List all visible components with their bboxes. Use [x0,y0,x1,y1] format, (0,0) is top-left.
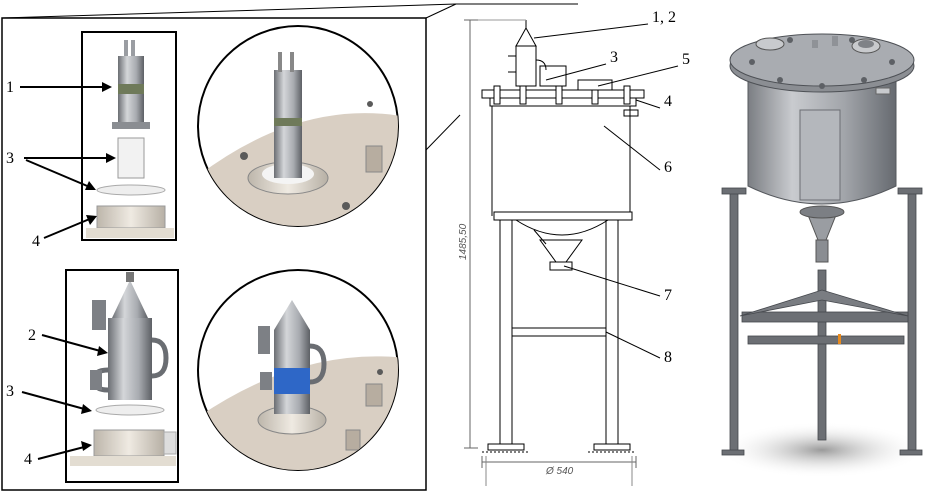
drawing-callout-7: 7 [664,287,672,304]
width-dimension-label: Ø 540 [545,466,574,477]
floor-shadow [718,422,926,478]
tank-window [799,109,841,201]
drawing-callout-8: 8 [664,349,672,366]
callouts-top: 1 3 4 [6,79,116,250]
drawing-callout-6: 6 [664,159,672,176]
reactor-3d-render [718,33,926,478]
gasket-part-2 [95,404,165,416]
height-dimension-label: 1485,50 [458,223,469,260]
lid-port-left [755,37,785,51]
flange-part-2 [93,429,165,457]
callout-3: 3 [6,150,14,167]
drawing-callout-3: 3 [610,49,618,66]
projection-line-bottom [425,114,461,151]
sensor-probe [112,40,150,129]
technical-drawing [464,19,679,486]
callout-1: 1 [6,79,14,96]
callout-4b: 4 [24,451,32,468]
callout-2: 2 [28,327,36,344]
projection-line-top [1,3,457,19]
callout-4: 4 [32,233,40,250]
marker-tag [838,334,841,344]
drawing-callout-5: 5 [682,51,690,68]
callouts-bottom: 2 3 4 [6,327,108,468]
base-plate [86,228,174,238]
sleeve-part [117,137,145,179]
drawing-callout-4: 4 [664,93,672,110]
installed-view-heater [197,269,399,471]
flange-part [96,205,166,229]
drawing-callouts: 1, 2 3 5 4 6 7 8 1485,50 Ø 540 [458,9,690,477]
heater-unit [90,272,169,400]
side-nozzle [875,87,891,95]
base-plate-2 [70,456,176,466]
gasket-part [96,184,166,196]
detail-panel: 1 3 4 2 3 4 [1,3,578,491]
callout-3b: 3 [6,383,14,400]
drawing-callout-1-2: 1, 2 [652,9,676,26]
projection-line-corner [425,3,457,19]
